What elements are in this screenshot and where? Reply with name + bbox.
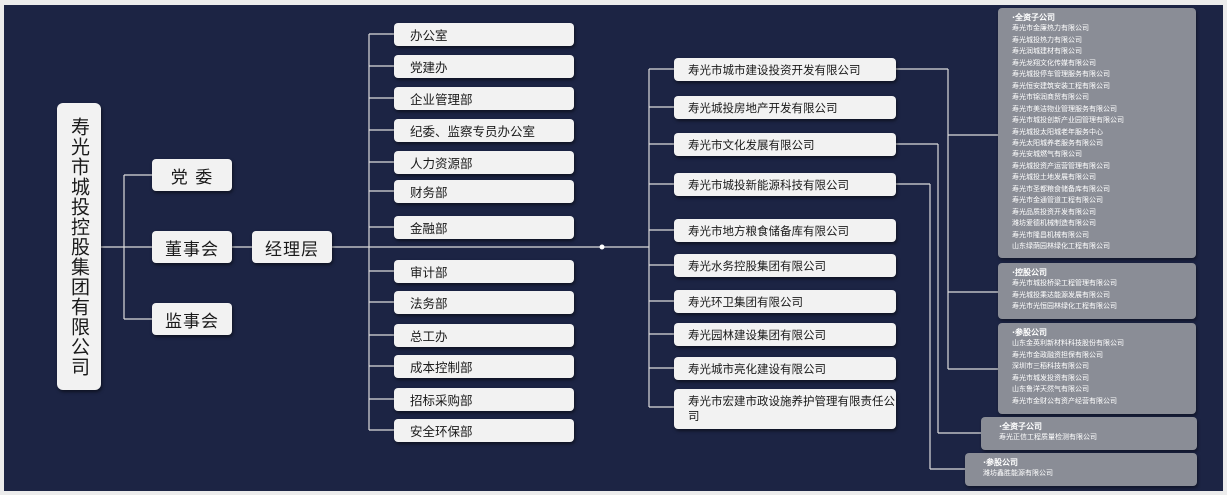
subsidiary-item: 寿光市隆昌机械有限公司 [1012, 230, 1089, 239]
subsidiary-item: 山东鲁洋天然气有限公司 [1012, 385, 1089, 394]
subsidiary-group-header: ·全资子公司 [1012, 13, 1056, 22]
subsidiary-group-participating: ·参股公司山东金英利新材料科技股份有限公司寿光市金政融资担保有限公司深圳市三稻科… [998, 323, 1196, 414]
root-company: 寿光市城投控股集团有限公司 [57, 103, 101, 390]
department: 审计部 [394, 260, 574, 283]
board-label: 董事会 [165, 239, 219, 260]
subsidiary-group-header: ·参股公司 [983, 458, 1019, 467]
subsidiary-item: 寿光城投乘达能源发展有限公司 [1012, 290, 1110, 299]
subsidiary-item: 寿光市城发投资有限公司 [1012, 373, 1089, 382]
department: 党建办 [394, 55, 574, 78]
subsidiary-item: 寿光市城投桥梁工程管理有限公司 [1012, 279, 1117, 288]
subsidiary-item: 寿光市金财公有资产经营有限公司 [1012, 396, 1117, 405]
subsidiary-item: 山东金英利新材料科技股份有限公司 [1012, 339, 1124, 348]
subsidiary-item: 寿光市圣都粮食储备库有限公司 [1012, 184, 1110, 193]
department: 法务部 [394, 291, 574, 314]
company: 寿光市宏建市政设施养护管理有限责任公司 [674, 389, 896, 429]
subsidiary-item: 潍坊爱德机械制造有限公司 [1012, 219, 1096, 228]
department: 总工办 [394, 324, 574, 347]
subsidiary-item: 寿光太阳城养老服务有限公司 [1012, 138, 1103, 147]
supervisory-board: 监事会 [152, 303, 232, 335]
subsidiary-item: 寿光润城建材有限公司 [1012, 47, 1082, 56]
subsidiary-item: 寿光城投土地发展有限公司 [1012, 173, 1096, 182]
subsidiary-group-holding: ·控股公司寿光市城投桥梁工程管理有限公司寿光城投乘达能源发展有限公司寿光市光恒园… [998, 263, 1196, 319]
subsidiary-item: 寿光城投停车管理服务有限公司 [1012, 70, 1110, 79]
subsidiary-group-energy-participating: ·参股公司潍坊鑫胜能源有限公司 [965, 453, 1197, 486]
subsidiary-item: 寿光城投资产运营管理有限公司 [1012, 161, 1110, 170]
party-label: 党 委 [170, 167, 214, 188]
subsidiary-item: 潍坊鑫胜能源有限公司 [983, 469, 1053, 478]
department: 成本控制部 [394, 355, 574, 378]
supervise-label: 监事会 [165, 311, 219, 332]
management: 经理层 [252, 231, 332, 263]
subsidiary-item: 寿光龙翔文化传媒有限公司 [1012, 58, 1096, 67]
company: 寿光市文化发展有限公司 [674, 133, 896, 156]
company: 寿光园林建设集团有限公司 [674, 323, 896, 346]
subsidiary-group-header: ·参股公司 [1012, 328, 1048, 337]
subsidiary-item: 深圳市三稻科技有限公司 [1012, 362, 1089, 371]
subsidiary-group-header: ·全资子公司 [999, 422, 1043, 431]
company: 寿光市城投新能源科技有限公司 [674, 173, 896, 196]
department: 企业管理部 [394, 87, 574, 110]
subsidiary-item: 寿光恒安建筑安装工程有限公司 [1012, 81, 1110, 90]
board-of-directors: 董事会 [152, 231, 232, 263]
department: 金融部 [394, 216, 574, 239]
subsidiary-item: 寿光市金通管道工程有限公司 [1012, 196, 1103, 205]
company: 寿光市城市建设投资开发有限公司 [674, 58, 896, 81]
subsidiary-group-wholly-owned: ·全资子公司寿光市金廉热力有限公司寿光城投热力有限公司寿光润城建材有限公司寿光龙… [998, 8, 1196, 258]
subsidiary-item: 寿光市光恒园林绿化工程有限公司 [1012, 302, 1117, 311]
subsidiary-item: 寿光市美洁物业管理服务有限公司 [1012, 104, 1117, 113]
subsidiary-item: 寿光市城投创新产业园管理有限公司 [1012, 116, 1124, 125]
subsidiary-item: 山东绿荫园林绿化工程有限公司 [1012, 242, 1110, 251]
manager-label: 经理层 [265, 239, 319, 260]
company: 寿光市地方粮食储备库有限公司 [674, 219, 896, 242]
company: 寿光水务控股集团有限公司 [674, 254, 896, 277]
department: 纪委、监察专员办公室 [394, 119, 574, 142]
department: 招标采购部 [394, 388, 574, 411]
department: 财务部 [394, 180, 574, 203]
root-label: 寿光市城投控股集团有限公司 [68, 116, 90, 377]
subsidiary-item: 寿光品质投资开发有限公司 [1012, 207, 1096, 216]
subsidiary-item: 寿光正信工程质量检测有限公司 [999, 433, 1097, 442]
subsidiary-item: 寿光安城燃气有限公司 [1012, 150, 1082, 159]
org-chart: 寿光市城投控股集团有限公司 党 委 董事会 监事会 经理层 办公室 党建办 企业… [4, 5, 1223, 491]
subsidiary-item: 寿光城投太阳城老年服务中心 [1012, 127, 1103, 136]
company: 寿光城投房地产开发有限公司 [674, 96, 896, 119]
company: 寿光环卫集团有限公司 [674, 290, 896, 313]
subsidiary-item: 寿光市金廉热力有限公司 [1012, 24, 1089, 33]
department: 办公室 [394, 23, 574, 46]
department: 安全环保部 [394, 419, 574, 442]
subsidiary-item: 寿光市锦润商贸有限公司 [1012, 93, 1089, 102]
connector-lines [101, 33, 1000, 470]
subsidiary-item: 寿光城投热力有限公司 [1012, 35, 1082, 44]
company: 寿光城市亮化建设有限公司 [674, 357, 896, 380]
department: 人力资源部 [394, 151, 574, 174]
subsidiary-group-culture-wholly-owned: ·全资子公司寿光正信工程质量检测有限公司 [981, 417, 1197, 450]
subsidiary-group-header: ·控股公司 [1012, 268, 1048, 277]
party-committee: 党 委 [152, 159, 232, 191]
subsidiary-item: 寿光市金政融资担保有限公司 [1012, 350, 1103, 359]
